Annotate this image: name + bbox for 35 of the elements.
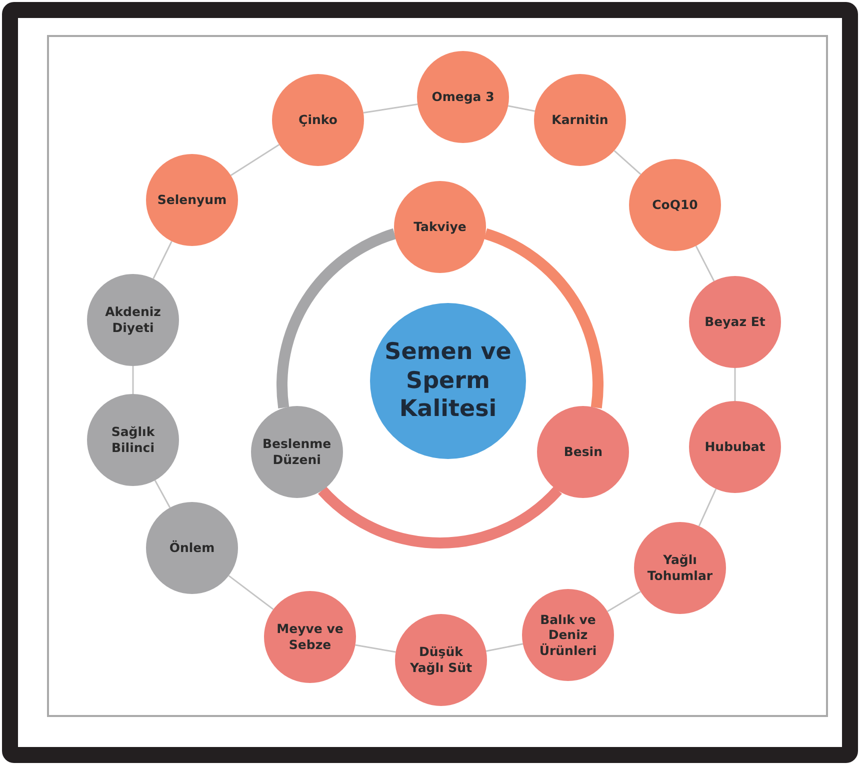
topic-label: Takviye bbox=[414, 219, 466, 235]
topic-label: Hububat bbox=[704, 439, 766, 455]
topic-label: Omega 3 bbox=[432, 89, 494, 105]
topic-label: Besin bbox=[564, 444, 602, 460]
ring-arc bbox=[318, 486, 562, 548]
ring-arc bbox=[484, 228, 604, 408]
topic-label: CoQ10 bbox=[652, 197, 698, 213]
connector-line bbox=[363, 103, 418, 114]
connector-line bbox=[152, 240, 172, 280]
topic-label: Beyaz Et bbox=[704, 314, 766, 330]
central-title: Semen ve Sperm Kalitesi bbox=[384, 338, 512, 424]
connector-line bbox=[154, 480, 171, 508]
connector-line bbox=[614, 150, 642, 175]
ring-arc bbox=[276, 228, 396, 408]
topic-label: Akdeniz Diyeti bbox=[104, 304, 162, 336]
connector-line bbox=[228, 575, 274, 610]
topic-label: Düşük Yağlı Süt bbox=[408, 644, 474, 676]
connector-line bbox=[486, 643, 524, 652]
connector-line bbox=[230, 144, 280, 176]
topic-label: Karnitin bbox=[552, 112, 608, 128]
topic-label: Sağlık Bilinci bbox=[110, 424, 156, 456]
topic-label: Yağlı Tohumlar bbox=[646, 552, 714, 584]
connector-line bbox=[607, 590, 641, 612]
topic-label: Meyve ve Sebze bbox=[276, 621, 344, 653]
topic-label: Selenyum bbox=[157, 192, 227, 208]
connector-line bbox=[508, 105, 535, 112]
connector-line bbox=[695, 246, 715, 282]
topic-label: Önlem bbox=[169, 540, 215, 556]
topic-label: Balık ve Deniz Ürünleri bbox=[538, 612, 598, 658]
connector-line bbox=[734, 368, 736, 401]
connector-line bbox=[132, 366, 134, 394]
topic-label: Çinko bbox=[298, 112, 338, 128]
connector-line bbox=[698, 488, 717, 526]
topic-label: Beslenme Düzeni bbox=[261, 436, 332, 468]
connector-line bbox=[355, 644, 396, 653]
